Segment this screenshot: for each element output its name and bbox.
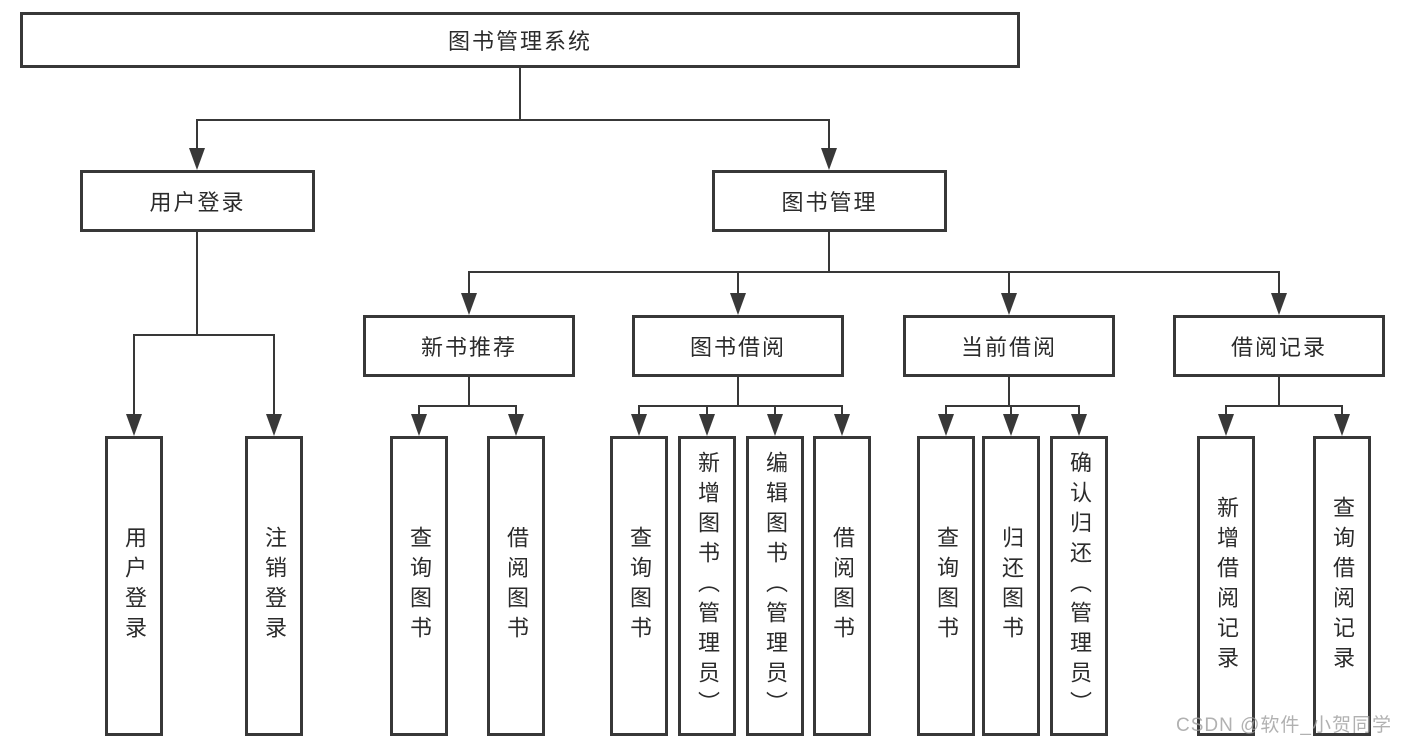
connector-drop-user-login [196,119,198,152]
leaf-label: 编辑图书（管理员） [763,451,788,721]
leaf-add-book-admin: 新增图书（管理员） [678,436,736,736]
connector-drop-leaf [638,405,640,417]
connector-root-stem [519,66,521,121]
leaf-confirm-return-admin: 确认归还（管理员） [1050,436,1108,736]
arrowhead-book-management [821,148,837,170]
leaf-add-borrow-record: 新增借阅记录 [1197,436,1255,736]
leaf-label: 新增图书（管理员） [695,451,720,721]
arrowhead-leaf [834,414,850,436]
connector-root-bus [196,119,830,121]
connector-user-login-stem [196,232,198,336]
arrowhead-leaf [767,414,783,436]
connector-borrow-records-stem [1278,377,1280,407]
connector-drop-new-book [468,271,470,295]
arrowhead-leaf [1218,414,1234,436]
connector-drop-leaf-logout [273,334,275,416]
leaf-return-books: 归还图书 [982,436,1040,736]
arrowhead-leaf [1334,414,1350,436]
node-user-login: 用户登录 [80,170,315,232]
leaf-query-books-borrow: 查询图书 [610,436,668,736]
connector-new-book-stem [468,377,470,407]
connector-current-borrow-stem [1008,377,1010,407]
leaf-label: 查询借阅记录 [1330,496,1355,676]
node-borrow-records: 借阅记录 [1173,315,1385,377]
connector-drop-leaf-login [133,334,135,416]
connector-drop-leaf [841,405,843,417]
leaf-label: 借阅图书 [504,526,529,646]
connector-drop-leaf [515,405,517,417]
arrowhead-borrow-records [1271,293,1287,315]
connector-user-login-bus [133,334,275,336]
connector-book-borrow-stem [737,377,739,407]
connector-drop-leaf [1078,405,1080,417]
arrowhead-leaf [938,414,954,436]
connector-drop-leaf [418,405,420,417]
connector-drop-leaf [706,405,708,417]
connector-drop-leaf [774,405,776,417]
leaf-label: 查询图书 [627,526,652,646]
node-book-management: 图书管理 [712,170,947,232]
leaf-label: 新增借阅记录 [1214,496,1239,676]
connector-book-management-bus [468,271,1280,273]
leaf-query-borrow-record: 查询借阅记录 [1313,436,1371,736]
leaf-label: 查询图书 [934,526,959,646]
arrowhead-leaf [699,414,715,436]
connector-book-borrow-bus [638,405,843,407]
leaf-user-login: 用户登录 [105,436,163,736]
leaf-query-books-current: 查询图书 [917,436,975,736]
arrowhead-current-borrow [1001,293,1017,315]
leaf-label: 归还图书 [999,526,1024,646]
leaf-label: 借阅图书 [830,526,855,646]
leaf-borrow-books-recommend: 借阅图书 [487,436,545,736]
leaf-borrow-books-borrow: 借阅图书 [813,436,871,736]
arrowhead-leaf [508,414,524,436]
leaf-logout: 注销登录 [245,436,303,736]
arrowhead-leaf-login [126,414,142,436]
node-new-book-recommend: 新书推荐 [363,315,575,377]
connector-drop-current-borrow [1008,271,1010,295]
arrowhead-user-login [189,148,205,170]
connector-current-borrow-bus [945,405,1080,407]
connector-drop-leaf [945,405,947,417]
arrowhead-leaf-logout [266,414,282,436]
node-root: 图书管理系统 [20,12,1020,68]
connector-new-book-bus [418,405,517,407]
arrowhead-leaf [631,414,647,436]
node-current-borrow: 当前借阅 [903,315,1115,377]
arrowhead-leaf [1003,414,1019,436]
connector-book-management-stem [828,232,830,273]
arrowhead-book-borrow [730,293,746,315]
connector-drop-leaf [1010,405,1012,417]
leaf-edit-book-admin: 编辑图书（管理员） [746,436,804,736]
watermark-text: CSDN @软件_小贺同学 [1176,715,1392,736]
connector-drop-leaf [1341,405,1343,417]
connector-drop-leaf [1225,405,1227,417]
leaf-label: 确认归还（管理员） [1067,451,1092,721]
leaf-label: 注销登录 [262,526,287,646]
arrowhead-leaf [1071,414,1087,436]
arrowhead-leaf [411,414,427,436]
node-book-borrow: 图书借阅 [632,315,844,377]
connector-drop-book-management [828,119,830,152]
connector-drop-borrow-records [1278,271,1280,295]
arrowhead-new-book [461,293,477,315]
leaf-query-books-recommend: 查询图书 [390,436,448,736]
leaf-label: 查询图书 [407,526,432,646]
connector-drop-book-borrow [737,271,739,295]
leaf-label: 用户登录 [122,526,147,646]
connector-borrow-records-bus [1225,405,1343,407]
